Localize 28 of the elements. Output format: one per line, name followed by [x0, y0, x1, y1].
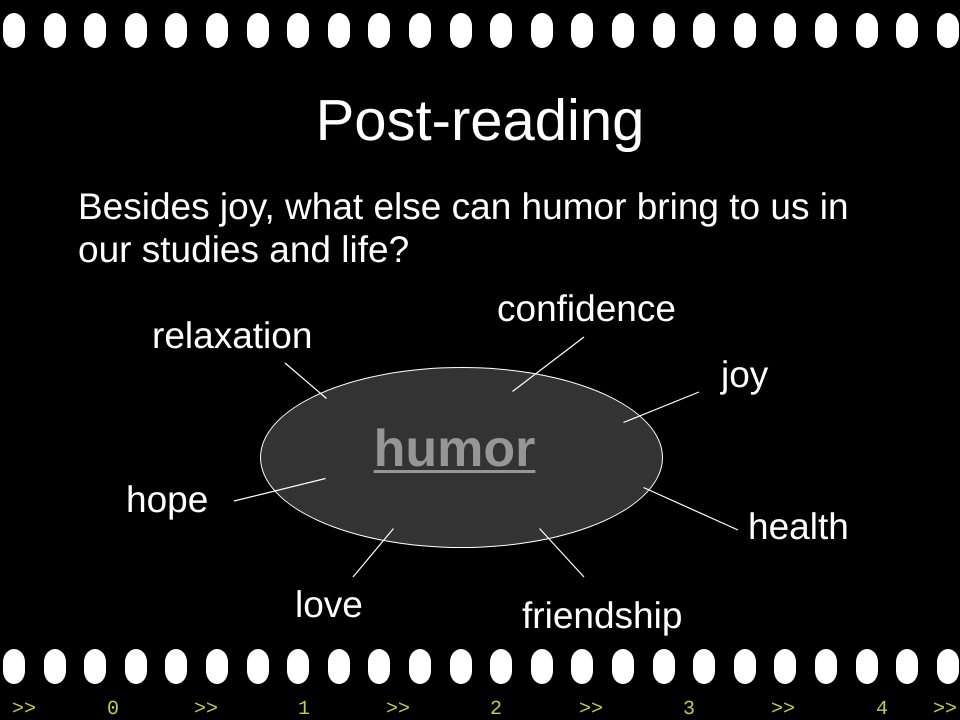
leader-line: [643, 486, 738, 531]
frame-marker: >>: [579, 700, 603, 720]
keyword-label: hope: [126, 479, 208, 521]
frame-marker: >>: [386, 700, 410, 720]
frame-marker: >>: [933, 700, 957, 720]
frame-number: 1: [298, 700, 310, 720]
keyword-label: friendship: [522, 595, 682, 637]
leader-line: [234, 478, 326, 502]
slide-title: Post-reading: [316, 88, 644, 154]
question-text: Besides joy, what else can humor bring to us in our studies and life?: [78, 185, 850, 271]
leader-line: [512, 336, 584, 392]
keyword-label: confidence: [497, 288, 676, 330]
hub-word: humor: [374, 423, 536, 475]
keyword-label: joy: [721, 354, 768, 396]
leader-line: [352, 528, 394, 578]
keyword-label: health: [748, 506, 849, 548]
frame-marker: >>: [771, 700, 795, 720]
leader-line: [284, 362, 327, 399]
leader-line: [539, 528, 584, 578]
frame-number: 4: [876, 700, 888, 720]
frame-marker: >>: [194, 700, 218, 720]
frame-number: 0: [107, 700, 119, 720]
frame-number: 2: [490, 700, 502, 720]
leader-line: [623, 391, 700, 424]
keyword-label: relaxation: [152, 315, 312, 357]
frame-marker: >>: [12, 700, 36, 720]
frame-number: 3: [683, 700, 695, 720]
keyword-label: love: [295, 584, 363, 626]
